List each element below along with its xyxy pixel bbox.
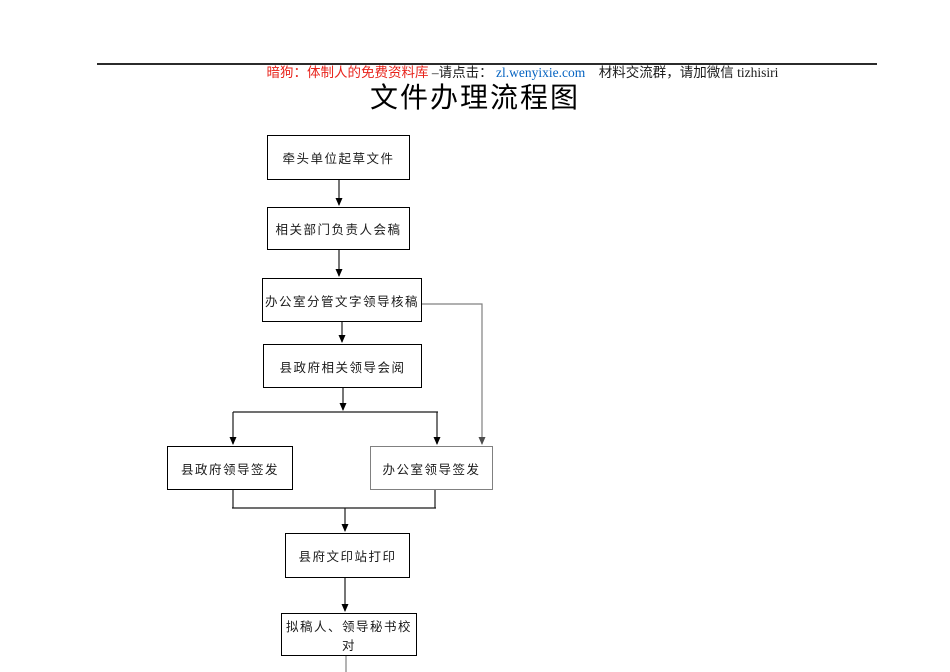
promo-tail-text: 材料交流群，请加微信 tizhisiri [585,65,779,80]
flow-node-countersign: 相关部门负责人会稿 [267,207,410,250]
header-divider [97,63,877,65]
promo-red-text: 暗狗：体制人的免费资料库 [266,65,429,80]
header-promo: 暗狗：体制人的免费资料库 –请点击： zl.wenyixie.com 材料交流群… [253,46,779,80]
flow-node-county-leader-sign: 县政府领导签发 [167,446,293,490]
flow-node-print-station: 县府文印站打印 [285,533,410,578]
promo-middle-text: –请点击： [428,65,496,80]
flow-node-county-leaders-read: 县政府相关领导会阅 [263,344,422,388]
flow-node-draft: 牵头单位起草文件 [267,135,410,180]
page-title: 文件办理流程图 [369,82,580,113]
flow-node-proofread: 拟稿人、领导秘书校对 [281,613,417,656]
flow-node-office-leader-sign: 办公室领导签发 [370,446,493,490]
promo-link[interactable]: zl.wenyixie.com [496,65,586,80]
flow-node-office-text-review: 办公室分管文字领导核稿 [262,278,422,322]
